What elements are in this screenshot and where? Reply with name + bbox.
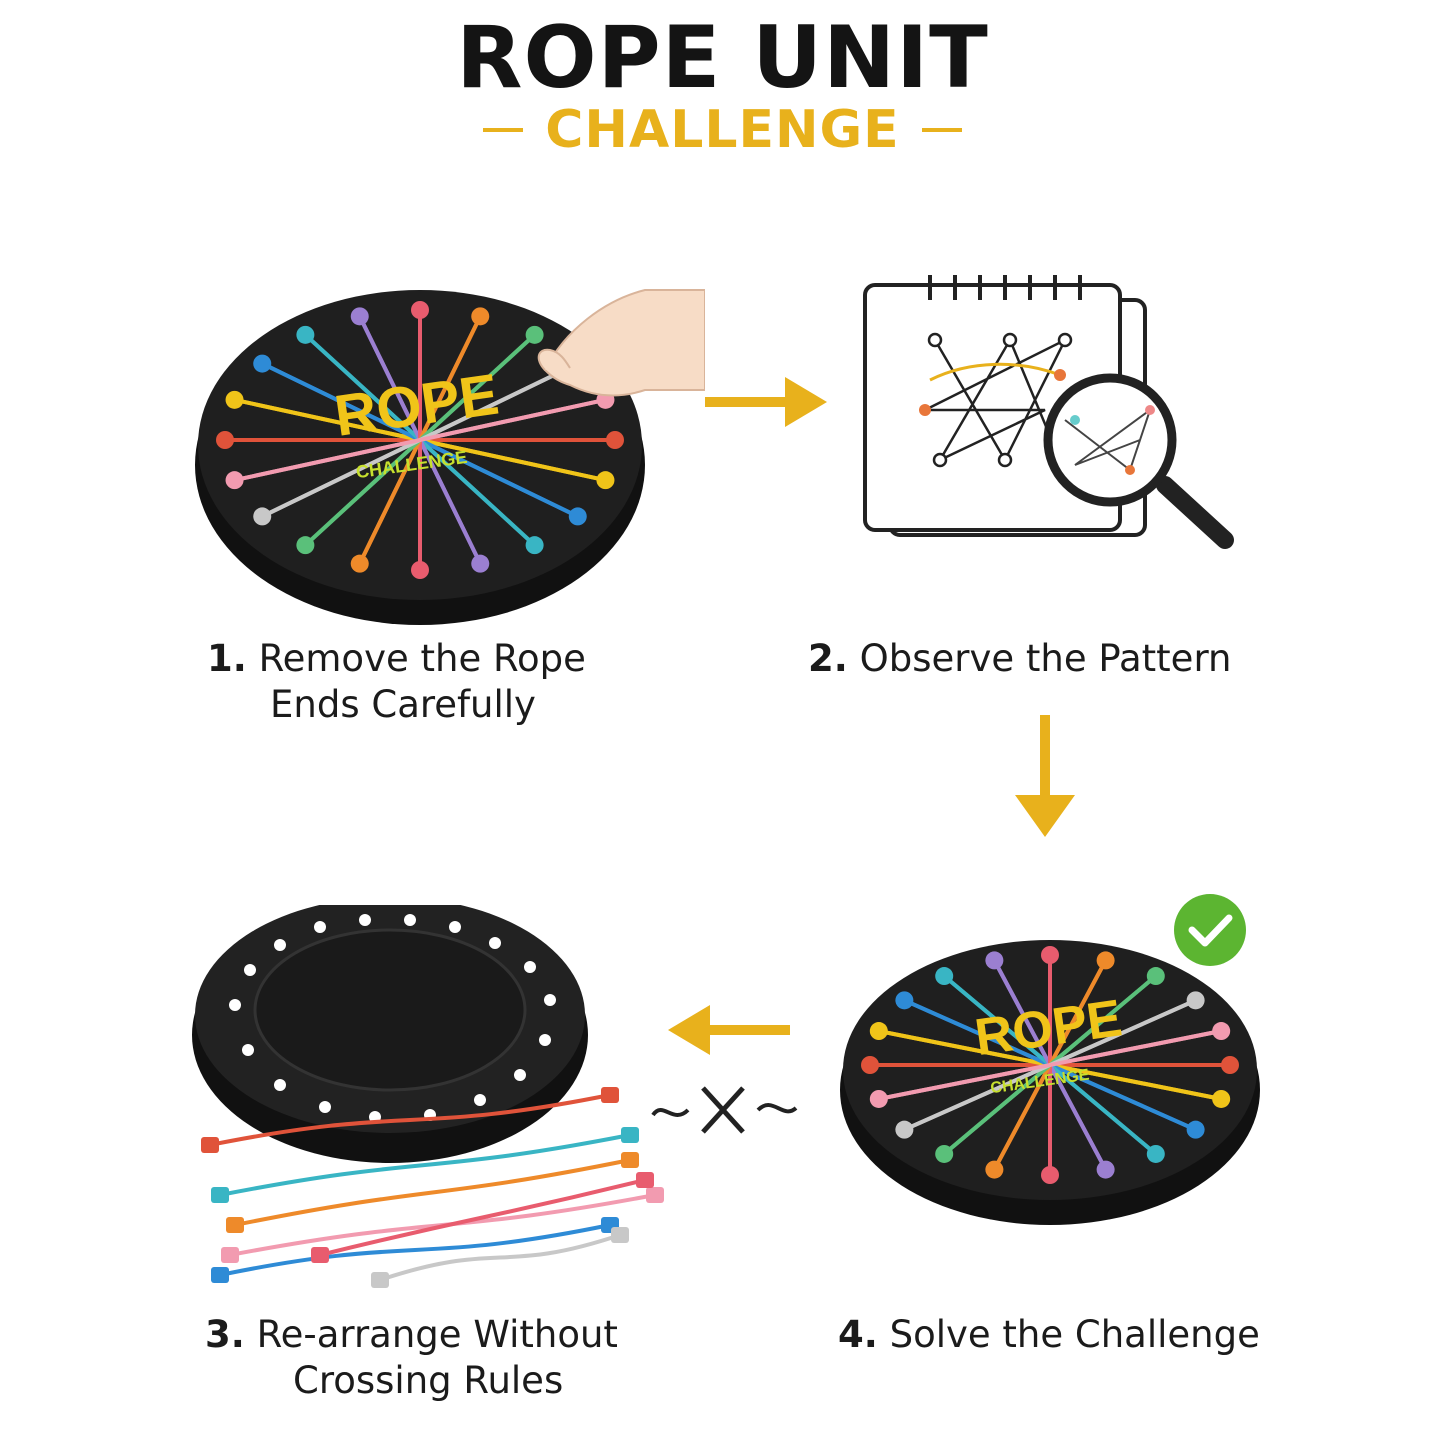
rope-end-cap bbox=[201, 1137, 219, 1153]
rope-end-peg bbox=[225, 390, 244, 409]
arrow-left-icon bbox=[668, 1005, 790, 1055]
board1-ropes bbox=[216, 301, 624, 579]
rope-end-cap bbox=[646, 1187, 664, 1203]
rope-end-cap bbox=[621, 1127, 639, 1143]
step3-number: 3. bbox=[205, 1313, 245, 1356]
arrow-right-icon bbox=[705, 377, 827, 427]
rope-end-peg bbox=[225, 471, 244, 490]
rope-end-peg bbox=[350, 307, 369, 326]
rope-end-peg bbox=[471, 554, 490, 573]
loose-rope bbox=[319, 1178, 646, 1257]
rope-end-peg bbox=[1041, 946, 1059, 964]
rope-end-peg bbox=[1212, 1022, 1231, 1041]
loose-rope bbox=[209, 1093, 611, 1147]
rope-end-peg bbox=[296, 536, 315, 555]
step3-empty-board-illustration bbox=[192, 905, 664, 1288]
page-subtitle: CHALLENGE bbox=[545, 100, 900, 160]
rope-end-peg bbox=[1186, 991, 1205, 1010]
subtitle-row: CHALLENGE bbox=[0, 100, 1445, 160]
rope-end-peg bbox=[1146, 1144, 1165, 1163]
rope-end-peg bbox=[411, 561, 429, 579]
rope-end-peg bbox=[935, 1144, 954, 1163]
rope-end-peg bbox=[525, 325, 544, 344]
rope-end-peg bbox=[253, 354, 272, 373]
step2-number: 2. bbox=[808, 637, 848, 680]
step4-solved-board-illustration: ROPE CHALLENGE bbox=[840, 888, 1260, 1225]
step3-line1: Re-arrange Without bbox=[256, 1313, 618, 1356]
step4-number: 4. bbox=[838, 1313, 878, 1356]
step1-board-illustration: ROPE CHALLENGE bbox=[195, 289, 705, 625]
step3-caption: 3. Re-arrange Without Crossing Rules bbox=[205, 1312, 618, 1404]
no-crossing-icon bbox=[651, 1086, 798, 1134]
rope-end-peg bbox=[568, 507, 587, 526]
rope-end-peg bbox=[1221, 1056, 1239, 1074]
rope-end-peg bbox=[985, 1160, 1004, 1179]
step4-line1: Solve the Challenge bbox=[889, 1313, 1260, 1356]
rope-end-peg bbox=[216, 431, 234, 449]
rope-end-peg bbox=[525, 536, 544, 555]
rope-end-peg bbox=[895, 991, 914, 1010]
rope-end-peg bbox=[1146, 967, 1165, 986]
loose-rope bbox=[234, 1158, 631, 1227]
rope-end-cap bbox=[211, 1187, 229, 1203]
step1-caption: 1. Remove the Rope Ends Carefully bbox=[207, 636, 586, 728]
rope-end-peg bbox=[606, 431, 624, 449]
rope-end-cap bbox=[211, 1267, 229, 1283]
rope bbox=[878, 1029, 1222, 1101]
loose-rope bbox=[379, 1233, 621, 1282]
rope-end-peg bbox=[350, 554, 369, 573]
step1-number: 1. bbox=[207, 637, 247, 680]
rope-end-peg bbox=[1186, 1120, 1205, 1139]
page-title: ROPE UNIT bbox=[456, 8, 989, 108]
loose-ropes bbox=[201, 1087, 664, 1288]
rope-end-cap bbox=[621, 1152, 639, 1168]
check-icon bbox=[1168, 888, 1252, 972]
magnifier-icon bbox=[1043, 373, 1234, 549]
step2-caption: 2. Observe the Pattern bbox=[808, 636, 1231, 682]
rope-end-peg bbox=[253, 507, 272, 526]
step1-line1: Remove the Rope bbox=[258, 637, 586, 680]
rope-end-cap bbox=[636, 1172, 654, 1188]
board4-ropes bbox=[861, 946, 1239, 1184]
hand-icon bbox=[537, 289, 705, 397]
rope-end-cap bbox=[221, 1247, 239, 1263]
rope-end-peg bbox=[985, 951, 1004, 970]
subtitle-dash-right bbox=[921, 128, 962, 132]
rope-end-peg bbox=[1096, 1160, 1115, 1179]
rope-end-cap bbox=[601, 1087, 619, 1103]
rope-end-peg bbox=[869, 1022, 888, 1041]
rope-end-cap bbox=[611, 1227, 629, 1243]
rope-end-cap bbox=[226, 1217, 244, 1233]
rope-end-peg bbox=[869, 1089, 888, 1108]
step1-line2: Ends Carefully bbox=[270, 683, 536, 726]
rope-end-peg bbox=[935, 967, 954, 986]
notebook-icon bbox=[863, 275, 1234, 549]
rope-end-cap bbox=[311, 1247, 329, 1263]
subtitle-dash-left bbox=[483, 128, 524, 132]
step4-caption: 4. Solve the Challenge bbox=[838, 1312, 1260, 1358]
rope bbox=[234, 397, 606, 483]
loose-rope bbox=[219, 1133, 631, 1197]
rope-end-peg bbox=[1096, 951, 1115, 970]
loose-rope bbox=[219, 1223, 611, 1277]
rope-end-cap bbox=[371, 1272, 389, 1288]
rope-end-peg bbox=[471, 307, 490, 326]
step3-line2: Crossing Rules bbox=[293, 1359, 564, 1402]
rope-end-peg bbox=[411, 301, 429, 319]
step2-line1: Observe the Pattern bbox=[859, 637, 1232, 680]
rope-end-peg bbox=[596, 471, 615, 490]
arrow-down-icon bbox=[1015, 715, 1075, 837]
rope-end-peg bbox=[895, 1120, 914, 1139]
rope-end-peg bbox=[1041, 1166, 1059, 1184]
rope-end-peg bbox=[1212, 1089, 1231, 1108]
rope-end-peg bbox=[861, 1056, 879, 1074]
rope-end-peg bbox=[296, 325, 315, 344]
